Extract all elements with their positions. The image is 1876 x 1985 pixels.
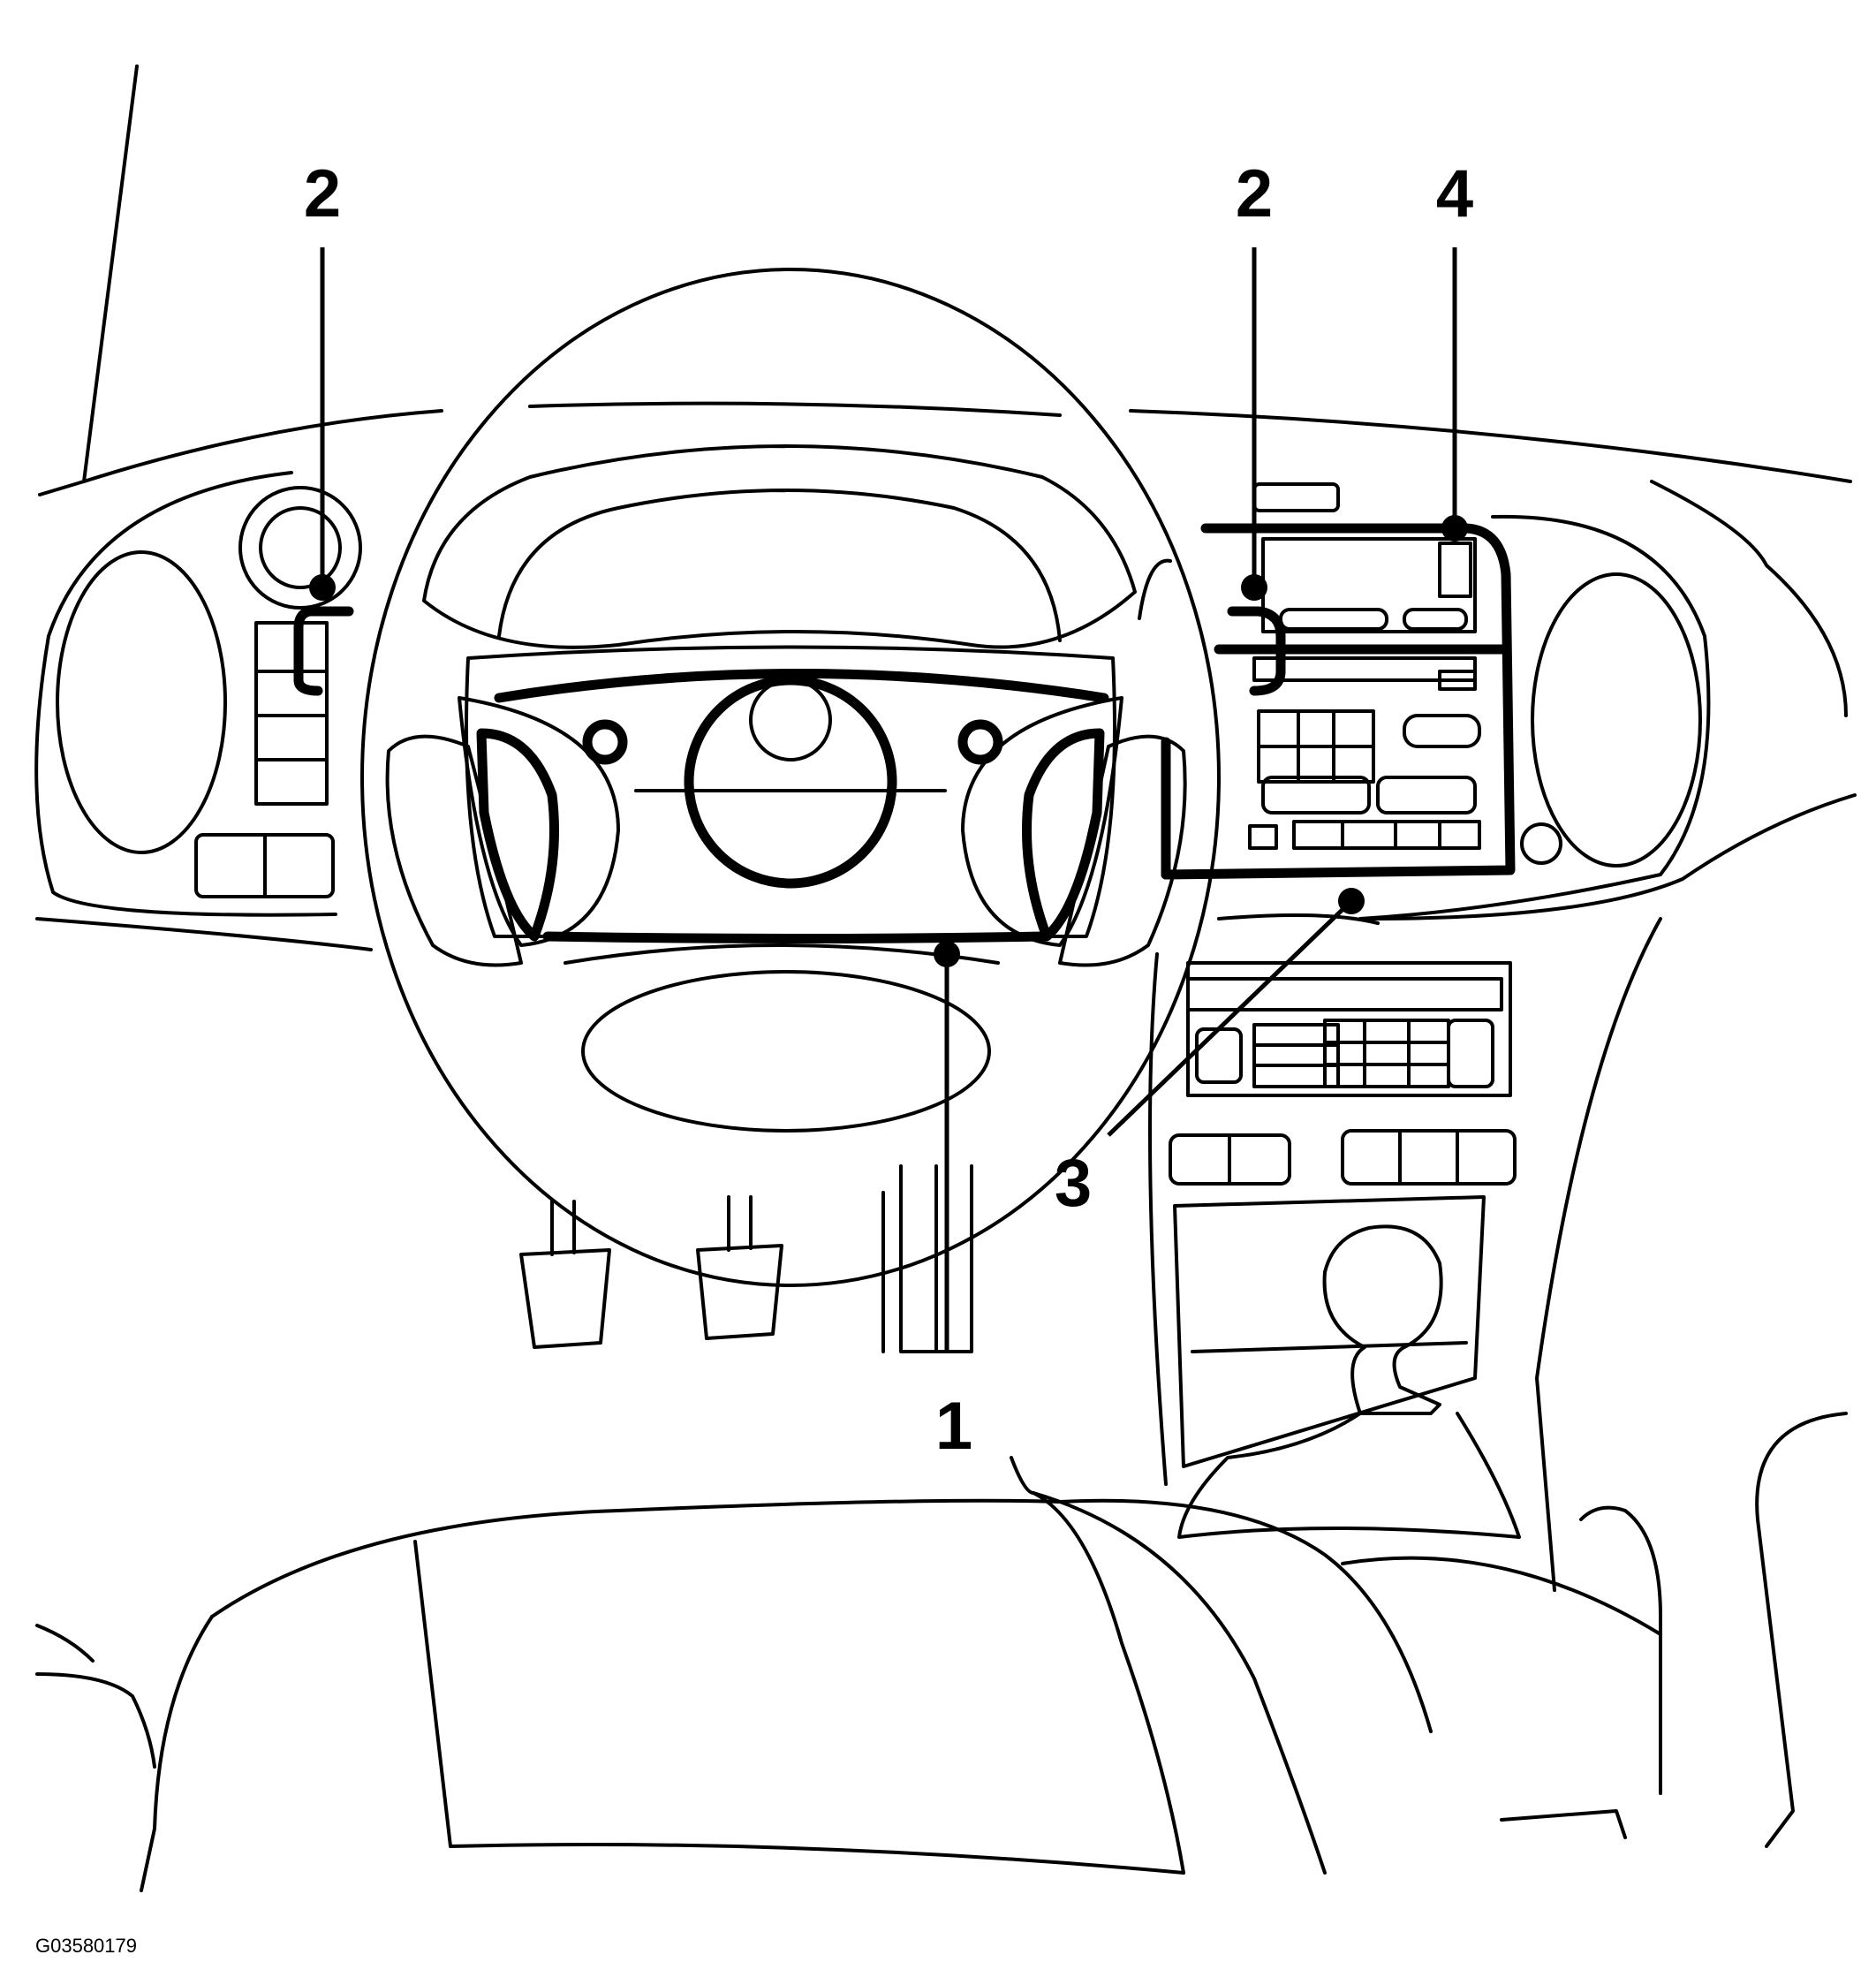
radio-top-unit [1261,537,1477,633]
dash-right-bezel [1358,514,1711,921]
hub-lower-rim [542,931,1048,943]
dash-right-lower-edge [1367,793,1857,921]
center-pedal [696,1244,783,1340]
right-spoke [961,696,1123,947]
instrument-hood [497,489,1062,642]
callout-label-1: 1 [935,1389,972,1464]
console-tray [1173,1195,1486,1468]
left-door-edge [35,1624,95,1663]
gear-boot [1177,1412,1521,1539]
left-spoke [458,696,620,947]
a-pillar [38,64,139,496]
dash-mid-edge [1217,913,1380,925]
dashboard-top-edge-right [1129,409,1852,483]
dash-right-outer [1650,480,1848,717]
gear-knob [1322,1224,1443,1415]
dashboard-top-edge [82,409,443,483]
callout-label-2-right: 2 [1236,156,1273,231]
left-pedal [519,1248,611,1349]
steering-wheel-rim-outer [360,268,1221,1287]
radio-slot [1252,482,1340,512]
airbag-cover [684,675,897,889]
dash-left-bezel [34,471,337,917]
bracket-2-right [1227,606,1286,696]
left-pedal-arm [550,1200,576,1256]
left-door-trim [35,1672,156,1769]
right-air-vent [1531,572,1702,867]
callout-dot-4 [1441,515,1468,542]
bracket-2-left [293,606,354,696]
left-round-vent-outer [238,486,362,610]
left-dash-lower-edge [35,917,373,951]
wheel-top-stalk [1138,558,1172,620]
console-left-edge [1148,952,1168,1486]
seat-top [210,1498,1433,1733]
leader-line-3 [1107,899,1353,1137]
climate-panel [1186,961,1512,1097]
callout-label-3: 3 [1055,1146,1092,1221]
callout-dot-2-left [309,574,336,601]
steering-wheel-rim-inner-top [422,444,1137,649]
right-grip [1058,734,1187,967]
callout-dot-1 [934,941,960,967]
radio-bezel [1161,523,1516,880]
figure-code: G03580179 [35,1935,137,1957]
seat-left-edge [140,1615,214,1892]
callout-dot-3 [1338,888,1365,914]
seat-headrest [1032,1491,1327,1875]
callout-label-4: 4 [1436,156,1473,231]
console-lower [1341,1556,1662,1795]
left-switch-panel [254,621,329,806]
right-seat-edge [1755,1412,1848,1848]
console-right-edge [1535,917,1662,1592]
left-round-vent-inner [259,506,342,589]
wheel-lower-gap [564,943,1000,965]
seat-crease [1010,1456,1035,1495]
right-hub-button [957,719,1003,765]
radio-keypad [1257,709,1375,748]
console-switch-right [1341,1129,1517,1186]
left-hub-button [582,719,628,765]
dashboard-shroud-line [528,401,1062,417]
steering-wheel-lower-hole [581,970,991,1133]
handbrake [1579,1505,1662,1663]
airbag-knob [749,678,832,761]
console-tray-inner [1191,1341,1468,1353]
seat-center-seam [1032,1491,1185,1875]
radio-display [1252,656,1477,682]
console-cup [1500,1809,1627,1839]
seat-bottom-edge [449,1843,1185,1875]
left-air-vent [56,550,227,854]
seat-panel-divider [413,1540,452,1848]
callout-dot-2-right [1241,574,1267,601]
center-pedal-arm [727,1195,753,1252]
hub-upper-rim [494,669,1109,703]
left-grip [385,734,523,967]
right-dash-knob [1520,822,1562,865]
callout-label-2-left: 2 [304,156,341,231]
